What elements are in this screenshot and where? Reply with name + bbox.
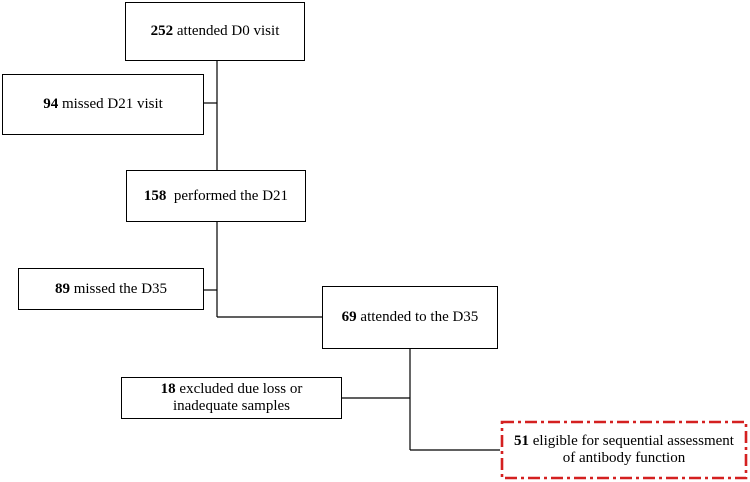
count-missed-d35: 89 bbox=[54, 280, 70, 297]
count-performed-d21: 158 bbox=[143, 187, 167, 204]
count-eligible: 51 bbox=[514, 433, 530, 449]
label-eligible-line2: of antibody function bbox=[562, 450, 686, 466]
node-attended-d35: 69 attended to the D35 bbox=[322, 286, 498, 349]
label-missed-d21: missed D21 visit bbox=[58, 96, 163, 112]
label-attended-d35: attended to the D35 bbox=[356, 309, 479, 325]
node-attended-d0: 252 attended D0 visit bbox=[125, 2, 305, 61]
node-eligible: 51 eligible for sequential assessment of… bbox=[501, 421, 747, 479]
node-missed-d21: 94 missed D21 visit bbox=[2, 74, 204, 135]
label-excluded-line2: inadequate samples bbox=[172, 398, 291, 414]
count-excluded: 18 bbox=[160, 381, 176, 397]
label-performed-d21: performed the D21 bbox=[166, 187, 289, 204]
count-attended-d35: 69 bbox=[341, 309, 357, 325]
count-attended-d0: 252 bbox=[150, 23, 174, 39]
label-excluded-line1: excluded due loss or bbox=[175, 381, 303, 397]
node-performed-d21: 158 performed the D21 bbox=[126, 170, 306, 222]
label-attended-d0: attended D0 visit bbox=[173, 23, 280, 39]
node-excluded: 18 excluded due loss or inadequate sampl… bbox=[121, 377, 342, 419]
node-missed-d35: 89 missed the D35 bbox=[18, 268, 204, 310]
label-missed-d35: missed the D35 bbox=[69, 280, 168, 297]
count-missed-d21: 94 bbox=[43, 96, 59, 112]
label-eligible-line1: eligible for sequential assessment bbox=[529, 433, 734, 449]
